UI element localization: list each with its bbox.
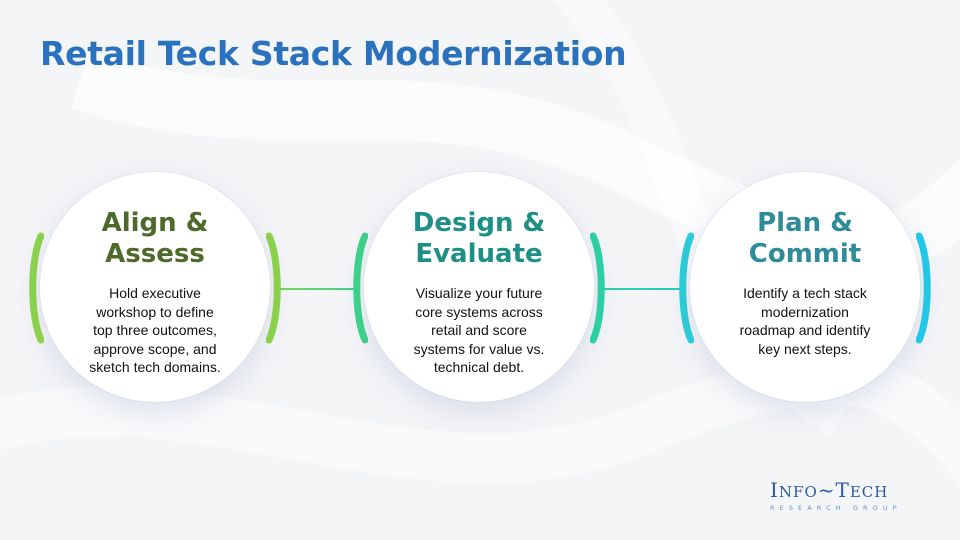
connector-line bbox=[274, 288, 358, 290]
right-bracket-icon bbox=[590, 232, 605, 344]
page-title: Retail Teck Stack Modernization bbox=[40, 34, 627, 73]
step-card-plan-commit: Plan & Commit Identify a tech stack mode… bbox=[679, 172, 931, 402]
info-tech-logo: INFO~TECH RESEARCH GROUP bbox=[770, 478, 926, 512]
left-bracket-icon bbox=[29, 232, 44, 344]
step-description: Visualize your future core systems acros… bbox=[413, 285, 545, 375]
logo-wordmark: INFO~TECH bbox=[770, 478, 889, 502]
connector-line bbox=[600, 288, 684, 290]
step-card-design-evaluate: Design & Evaluate Visualize your future … bbox=[353, 172, 605, 402]
step-card-align-assess: Align & Assess Hold executive workshop t… bbox=[29, 172, 281, 402]
logo-tagline: RESEARCH GROUP bbox=[770, 504, 902, 512]
step-description: Hold executive workshop to define top th… bbox=[89, 285, 221, 375]
right-bracket-icon bbox=[266, 232, 281, 344]
step-description: Identify a tech stack modernization road… bbox=[739, 285, 871, 357]
step-heading: Align & Assess bbox=[101, 208, 209, 269]
step-heading: Plan & Commit bbox=[748, 208, 862, 269]
left-bracket-icon bbox=[353, 232, 368, 344]
step-heading: Design & Evaluate bbox=[412, 208, 546, 269]
right-bracket-icon bbox=[916, 232, 931, 344]
left-bracket-icon bbox=[679, 232, 694, 344]
